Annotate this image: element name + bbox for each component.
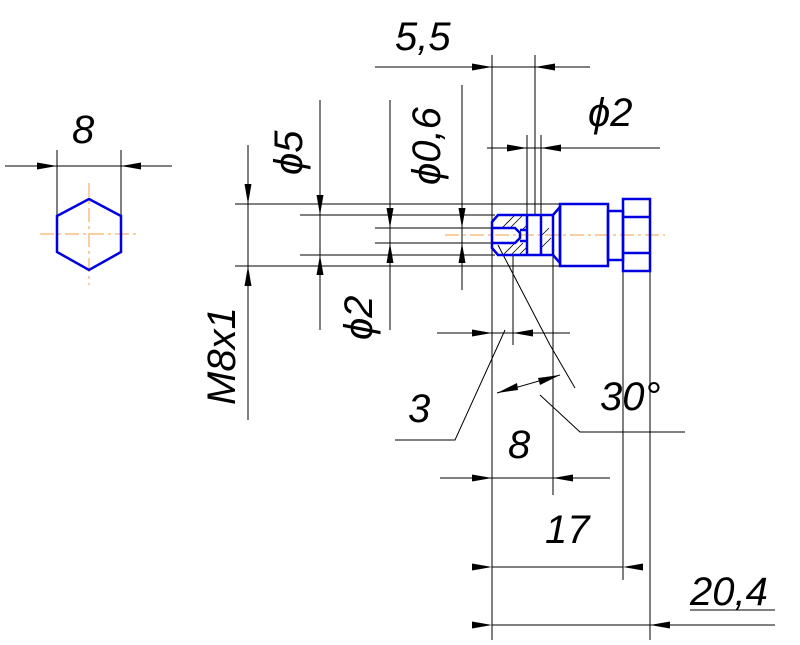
dimension-arrow — [244, 184, 252, 204]
dimension-arrow — [472, 329, 492, 337]
dimension-arrow — [458, 243, 466, 263]
angle-arrow — [538, 375, 560, 385]
dimension-arrow — [472, 621, 492, 629]
dimension-arrow — [386, 208, 394, 228]
dimension-lines — [5, 55, 775, 640]
dimension-arrow — [541, 144, 561, 152]
dimension-arrow — [316, 195, 324, 215]
dimension-arrow — [121, 162, 141, 170]
dim-diameter-5: ϕ5 — [267, 130, 311, 175]
dimension-arrow — [535, 63, 555, 71]
hex-end-view — [40, 183, 138, 285]
dim-hex-8: 8 — [72, 108, 95, 152]
dimension-arrow — [37, 162, 57, 170]
dim-length-20-4: 20,4 — [689, 570, 768, 614]
dimension-arrow — [650, 621, 670, 629]
dimension-arrow — [458, 208, 466, 228]
dimension-arrow — [244, 266, 252, 286]
dimension-arrow — [623, 563, 643, 571]
dimension-arrow — [553, 474, 573, 482]
dim-length-3: 3 — [408, 387, 430, 431]
dimension-arrow — [386, 243, 394, 263]
dimension-arrow — [472, 474, 492, 482]
dim-diameter-2-top: ϕ2 — [588, 91, 633, 135]
dimension-arrow — [507, 144, 527, 152]
dim-diameter-0-6: ϕ0,6 — [405, 106, 449, 185]
dim-angle-30: 30° — [600, 375, 661, 419]
section-hatching — [501, 215, 552, 255]
part-side-view — [445, 197, 665, 273]
angle-arrow — [497, 383, 518, 393]
dim-diameter-2-bottom: ϕ2 — [337, 296, 381, 341]
dimension-arrow — [472, 63, 492, 71]
dimension-arrow — [316, 255, 324, 275]
dim-length-5-5: 5,5 — [395, 15, 451, 59]
dimension-arrow — [513, 329, 533, 337]
dim-length-17: 17 — [545, 508, 591, 552]
dim-length-8: 8 — [508, 423, 531, 467]
dimension-arrow — [472, 563, 492, 571]
dim-thread-m8x1: M8x1 — [200, 307, 244, 405]
dimension-arrows — [37, 63, 670, 629]
